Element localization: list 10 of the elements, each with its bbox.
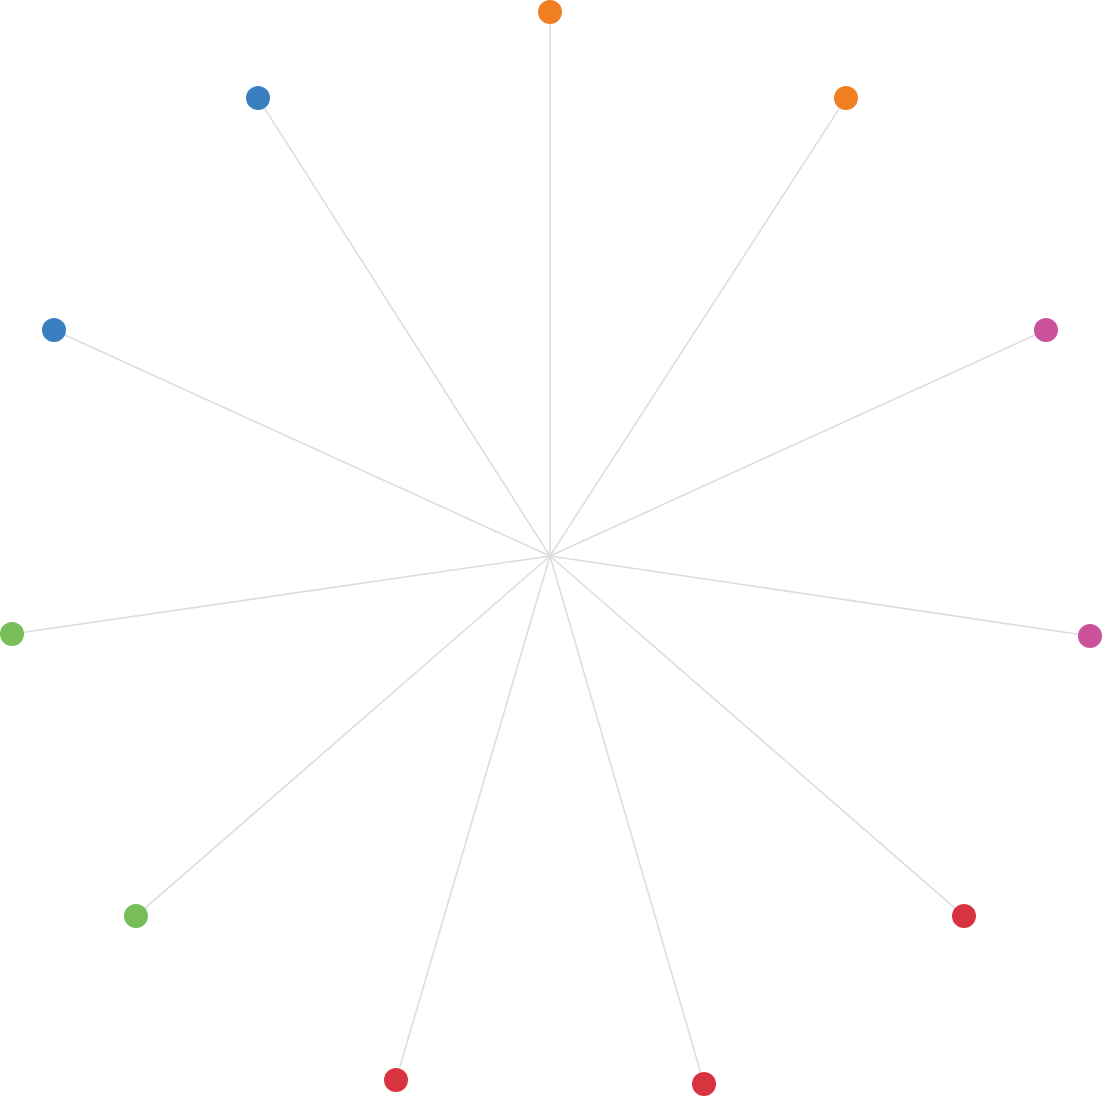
connector-line <box>549 555 702 1074</box>
connector-line <box>144 555 551 909</box>
connector-line <box>549 555 956 909</box>
connector-line <box>549 555 1079 636</box>
connector-line <box>549 334 1036 557</box>
connector-line <box>263 107 551 557</box>
connector-line <box>23 555 551 634</box>
connector-line <box>398 555 551 1070</box>
connector-line <box>549 107 841 557</box>
connector-line <box>64 334 551 557</box>
